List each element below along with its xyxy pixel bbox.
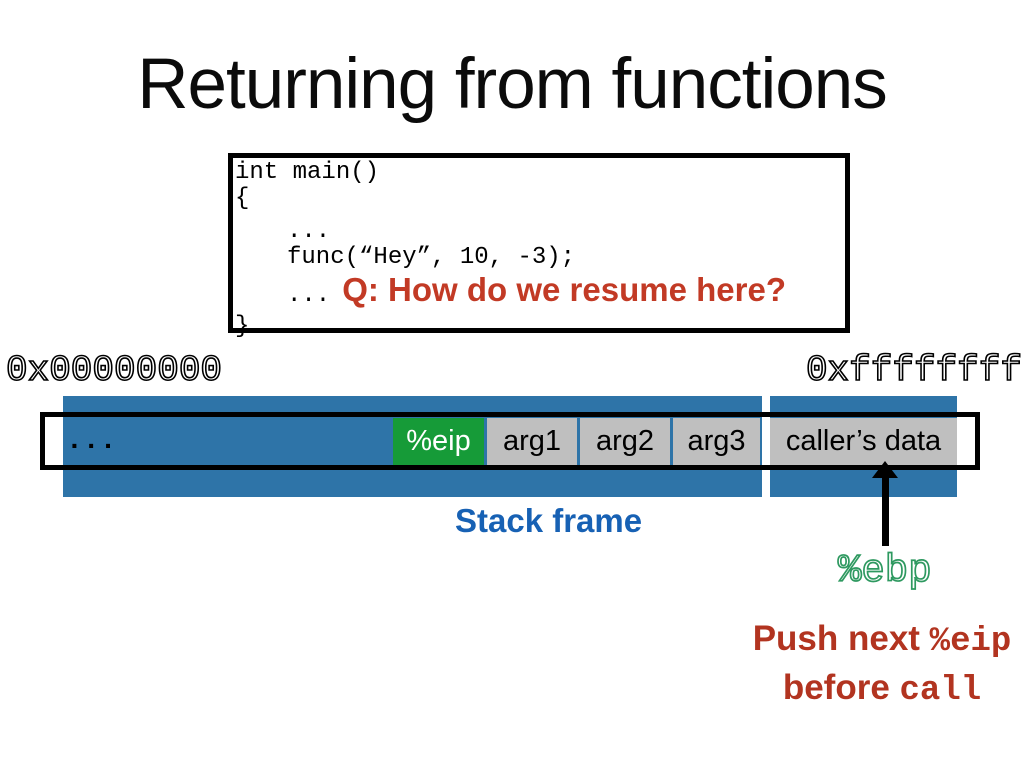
code-box: int main() { ... func(“Hey”, 10, -3); ..… [228,153,850,340]
code-line-open-brace: { [235,185,250,212]
resume-question-text: Q: How do we resume here? [342,271,786,308]
stack-row-outline [40,412,980,470]
stack-frame-label: Stack frame [455,502,643,539]
ebp-arrow-head-icon [872,461,898,478]
code-ellipsis-2: ... [287,282,331,309]
push-annotation-line2: before call [740,665,1024,714]
stack-cell-dots: ... [66,426,117,457]
ebp-arrow-line [882,475,889,546]
ebp-register-label: %ebp [837,548,932,594]
code-line-ellipsis: ... [287,218,331,245]
stack-cell-arg2: arg2 [580,418,670,465]
stack-cell-eip: %eip [393,418,484,465]
slide-title: Returning from functions [137,45,887,124]
code-line-close-brace: } [235,313,250,340]
code-line-question: ... Q: How do we resume here? [235,271,845,314]
address-high-label: 0xffffffff [805,349,1023,392]
push-next-text: Push next [752,619,930,658]
call-code-text: call [899,672,982,710]
push-eip-annotation: Push next %eip before call [740,616,1024,714]
push-annotation-line1: Push next %eip [740,616,1024,665]
code-line-main: int main() [235,159,380,186]
stack-cell-arg1: arg1 [487,418,577,465]
stack-cell-arg3: arg3 [673,418,760,465]
eip-code-text: %eip [929,623,1012,661]
stack-cell-callers-data: caller’s data [770,418,957,465]
address-low-label: 0x00000000 [5,349,223,392]
before-text: before [782,668,900,707]
code-line-func-call: func(“Hey”, 10, -3); [287,244,576,271]
